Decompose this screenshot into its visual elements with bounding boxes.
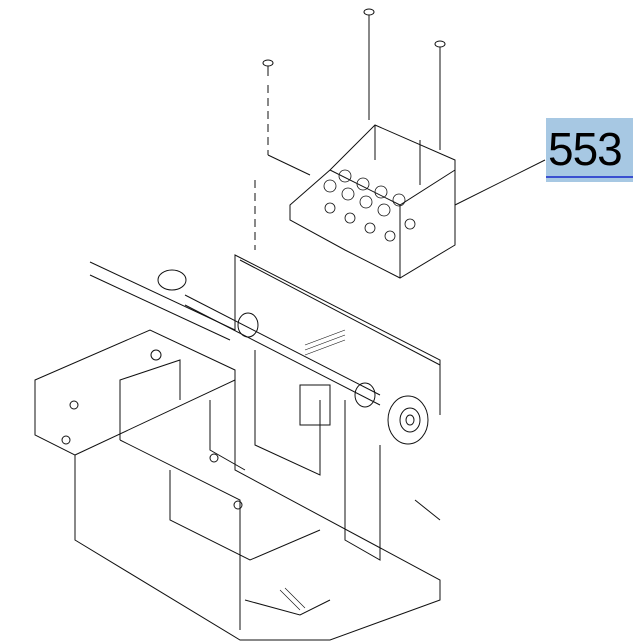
screw-center [363, 8, 375, 120]
part-number-underline [546, 176, 633, 178]
carriage-shaft [157, 269, 381, 408]
screw-right [434, 40, 446, 150]
printhead-cover [289, 124, 546, 279]
screw-left [262, 59, 311, 176]
part-number-callout[interactable]: 553 [546, 118, 633, 182]
gear-wheel [387, 395, 429, 445]
part-number-label: 553 [548, 123, 623, 175]
hatch-cables [279, 329, 346, 611]
printer-frame [34, 254, 441, 641]
